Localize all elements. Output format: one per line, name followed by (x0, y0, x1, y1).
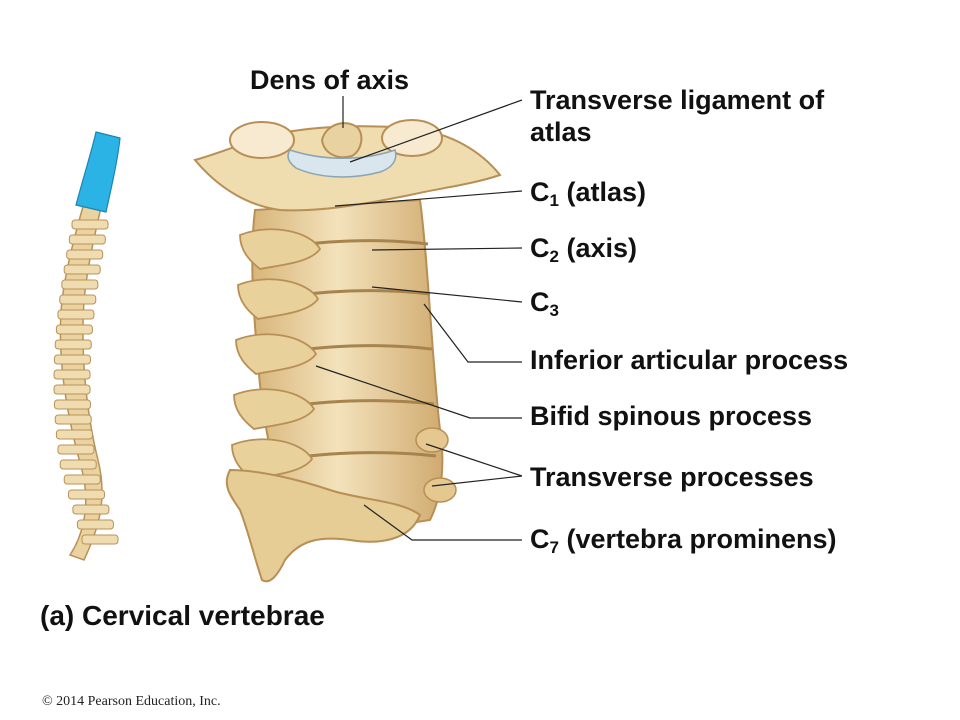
c1-subscript: 1 (550, 191, 559, 210)
label-c7-vertebra-prominens: C7 (vertebra prominens) (530, 523, 837, 564)
c1-rest: (atlas) (566, 177, 646, 207)
spine-vertebra (58, 445, 94, 454)
spine-vertebra (54, 385, 90, 394)
spine-vertebra (58, 310, 94, 319)
figure-caption: (a) Cervical vertebrae (40, 600, 325, 632)
spine-vertebra (55, 415, 91, 424)
spine-vertebra (72, 220, 108, 229)
c7-rest: (vertebra prominens) (566, 524, 836, 554)
label-bifid-spinous-process: Bifid spinous process (530, 400, 812, 432)
c3-letter: C (530, 287, 550, 317)
spine-vertebra (55, 340, 91, 349)
spine-vertebra (64, 265, 100, 274)
copyright-notice: © 2014 Pearson Education, Inc. (42, 694, 221, 710)
label-transverse-processes: Transverse processes (530, 461, 814, 493)
cervical-highlight (76, 132, 120, 212)
c7-subscript: 7 (550, 538, 559, 557)
label-transverse-ligament: Transverse ligament of atlas (530, 84, 850, 148)
label-c2-axis: C2 (axis) (530, 232, 637, 273)
c1-letter: C (530, 177, 550, 207)
spine-vertebra (73, 505, 109, 514)
dens (322, 123, 361, 157)
label-dens-of-axis: Dens of axis (250, 64, 409, 96)
spine-vertebra (68, 490, 104, 499)
spine-vertebra (69, 235, 105, 244)
spine-vertebra (56, 325, 92, 334)
spine-vertebra (62, 280, 98, 289)
c3-subscript: 3 (550, 301, 559, 320)
c2-subscript: 2 (550, 247, 559, 266)
label-c1-atlas: C1 (atlas) (530, 176, 646, 217)
spine-vertebra (60, 295, 96, 304)
spine-vertebra (82, 535, 118, 544)
spine-vertebra (54, 370, 90, 379)
c7-letter: C (530, 524, 550, 554)
spine-vertebra (56, 430, 92, 439)
spine-vertebra (60, 460, 96, 469)
label-c3: C3 (530, 286, 559, 327)
spine-vertebra (67, 250, 103, 259)
spine-vertebra (64, 475, 100, 484)
c2-letter: C (530, 233, 550, 263)
caption-title: Cervical vertebrae (82, 600, 325, 631)
c2-rest: (axis) (566, 233, 637, 263)
cervical-column (195, 120, 500, 581)
spine-vertebra (54, 400, 90, 409)
full-spine-thumbnail (54, 132, 120, 560)
spine-vertebra (54, 355, 90, 364)
label-inferior-articular-process: Inferior articular process (530, 344, 848, 376)
spine-vertebra (77, 520, 113, 529)
caption-part: (a) (40, 600, 74, 631)
